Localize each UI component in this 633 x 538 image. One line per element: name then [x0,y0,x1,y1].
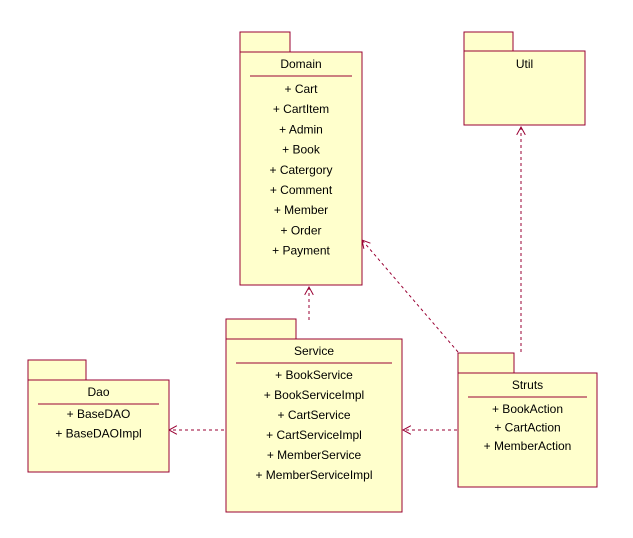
dependency-struts-to-service [401,425,457,435]
package-domain-item: + CartItem [273,102,329,116]
package-struts-body [457,372,598,488]
package-struts-item: + BookAction [492,402,563,416]
package-dao-tab [27,359,87,381]
package-domain-item: + Payment [272,244,330,258]
package-dao-body [27,379,170,473]
package-domain-item: + Admin [279,122,323,136]
packages: Domain + Cart + CartItem + Admin + Book + Cat… [27,31,598,513]
package-dao-name: Dao [87,385,109,399]
package-domain: Domain + Cart + CartItem + Admin + Book + Cat… [239,31,363,286]
package-service-item: + CartServiceImpl [266,428,362,442]
arrowhead-icon [516,125,526,136]
package-dao-item: + BaseDAOImpl [55,427,141,441]
package-service-item: + MemberService [267,448,362,462]
package-struts-tab [457,352,515,374]
dependency-struts-to-util [516,125,526,352]
package-domain-item: + Order [280,223,321,237]
package-service: Service + BookService + BookServiceImpl + C… [225,318,403,513]
package-domain-item: + Member [274,203,328,217]
package-dao-item: + BaseDAO [67,407,131,421]
dependency-line [361,239,459,353]
dependency-service-to-dao [167,425,224,435]
package-domain-item: + Book [282,143,321,157]
package-service-name: Service [294,344,334,358]
package-service-item: + MemberServiceImpl [255,468,372,482]
package-util: Util [463,31,586,126]
package-service-item: + BookService [275,368,353,382]
arrowhead-icon [401,425,412,435]
package-domain-item: + Comment [270,183,333,197]
package-struts-name: Struts [512,378,543,392]
package-struts: Struts + BookAction + CartAction + MemberAc… [457,352,598,488]
package-service-item: + BookServiceImpl [264,388,364,402]
package-struts-item: + MemberAction [484,439,572,453]
package-service-body [225,338,403,513]
package-domain-body [239,51,363,286]
dependency-service-to-domain [304,285,314,320]
arrowhead-icon [304,285,314,296]
package-domain-item: + Cart [284,82,318,96]
package-domain-name: Domain [280,57,321,71]
package-util-tab [463,31,514,52]
package-util-body [463,50,586,126]
package-service-item: + CartService [277,408,350,422]
package-domain-item: + Catergory [269,163,332,177]
package-util-name: Util [516,57,533,71]
package-service-tab [225,318,297,340]
package-domain-tab [239,31,291,53]
package-struts-item: + CartAction [494,421,560,435]
dependency-struts-to-domain [361,239,459,353]
package-dao: Dao + BaseDAO + BaseDAOImpl [27,359,170,473]
